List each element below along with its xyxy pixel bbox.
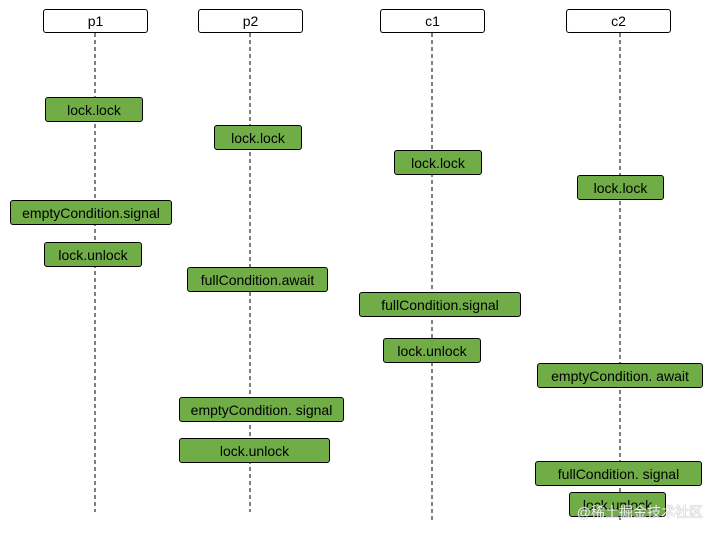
lane-header-p1: p1 <box>43 9 148 33</box>
p2-step-lock-unlock: lock.unlock <box>179 438 330 463</box>
c2-step-lock-unlock: lock.unlock <box>569 492 666 517</box>
p1-step-empty-condition-signal: emptyCondition.signal <box>10 200 172 225</box>
lane-header-p2: p2 <box>198 9 303 33</box>
c2-step-full-condition-signal: fullCondition. signal <box>535 461 702 486</box>
p2-step-lock-lock: lock.lock <box>214 125 302 150</box>
c1-step-lock-lock: lock.lock <box>394 150 482 175</box>
c2-step-lock-lock: lock.lock <box>577 175 664 200</box>
p1-step-lock-unlock: lock.unlock <box>44 242 142 267</box>
p1-step-lock-lock: lock.lock <box>45 97 143 122</box>
c1-step-full-condition-signal: fullCondition.signal <box>359 292 521 317</box>
p2-step-full-condition-await: fullCondition.await <box>187 267 328 292</box>
lane-header-c1: c1 <box>380 9 485 33</box>
watermark: @稀土掘金技术社区 <box>576 504 703 520</box>
c1-step-lock-unlock: lock.unlock <box>383 338 481 363</box>
c2-step-empty-condition-await: emptyCondition. await <box>537 363 703 388</box>
p2-step-empty-condition-signal: emptyCondition. signal <box>179 397 344 422</box>
lane-header-c2: c2 <box>566 9 671 33</box>
